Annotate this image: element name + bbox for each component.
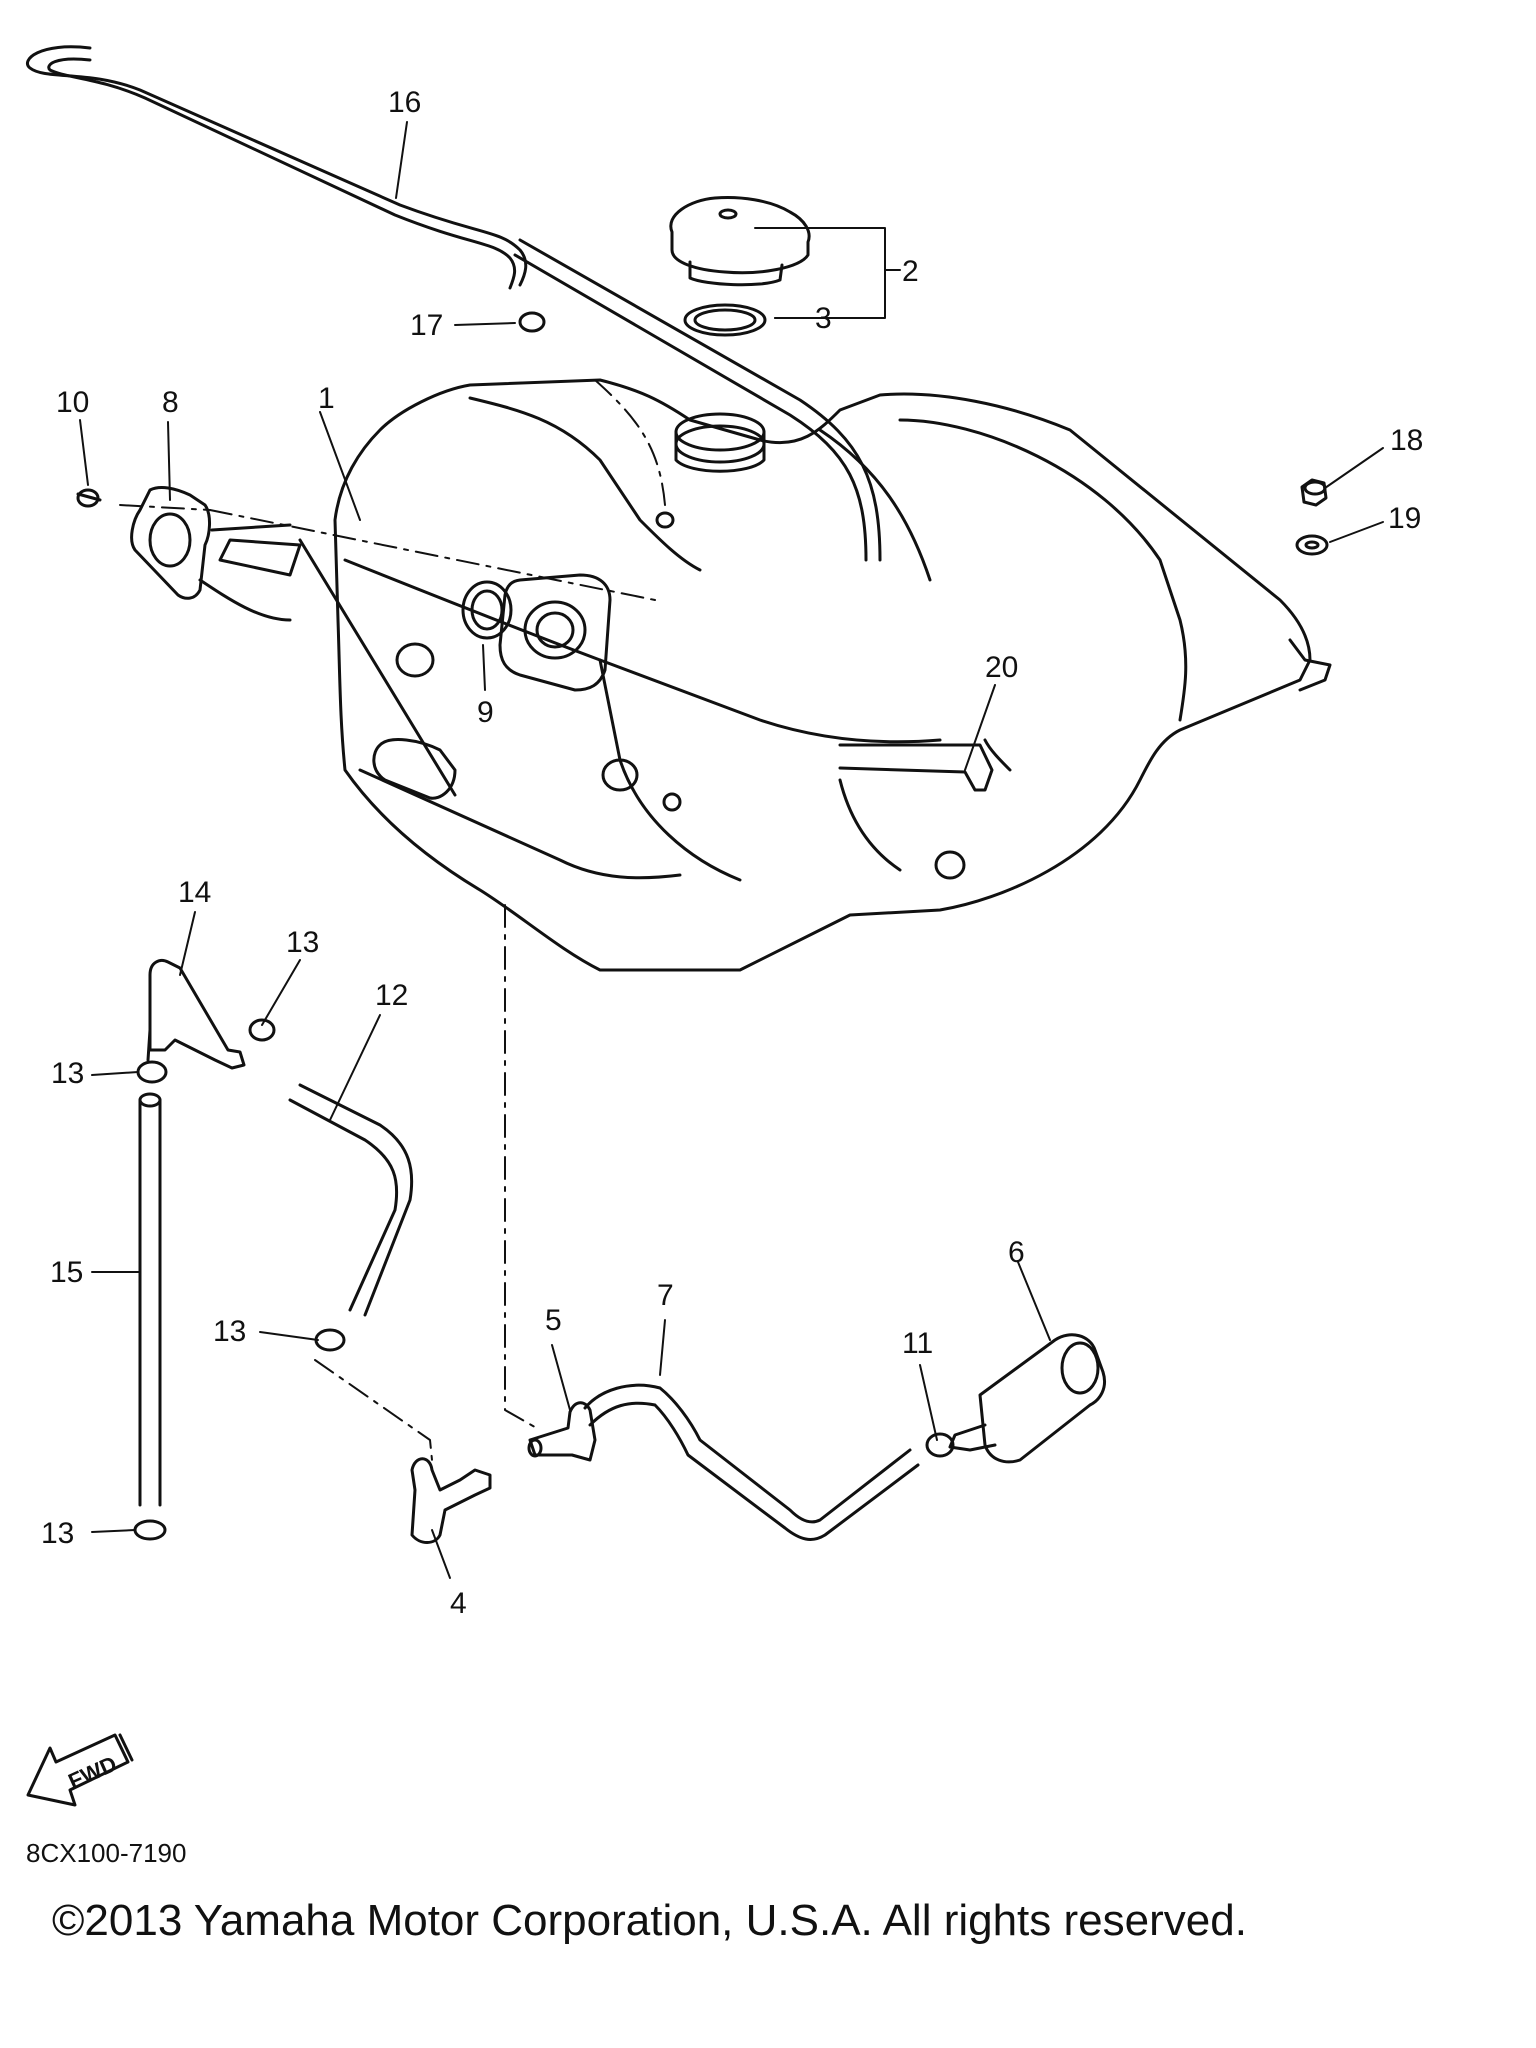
nut bbox=[1300, 478, 1328, 507]
callout-labels: 1 2 3 4 5 6 7 8 9 10 11 12 13 13 13 13 1… bbox=[41, 86, 1423, 1620]
callout-14: 14 bbox=[178, 876, 211, 909]
fuel-joint bbox=[527, 1401, 597, 1462]
callout-11: 11 bbox=[902, 1327, 933, 1360]
callout-13a: 13 bbox=[51, 1057, 84, 1090]
callout-16: 16 bbox=[388, 86, 421, 119]
fwd-arrow-icon: FWD bbox=[26, 1733, 134, 1807]
callout-6: 6 bbox=[1008, 1236, 1025, 1269]
callout-9: 9 bbox=[477, 696, 494, 729]
fuel-tank bbox=[298, 378, 1332, 972]
fuel-cap bbox=[669, 196, 811, 287]
callout-3: 3 bbox=[815, 302, 832, 335]
hose-clamp-13 bbox=[133, 1018, 346, 1541]
fuel-hose-15 bbox=[138, 1092, 162, 1507]
callout-13d: 13 bbox=[41, 1517, 74, 1550]
fuel-hose-12 bbox=[288, 1083, 414, 1317]
callout-2: 2 bbox=[902, 255, 919, 288]
callout-15: 15 bbox=[50, 1256, 83, 1289]
callout-17: 17 bbox=[410, 309, 443, 342]
callout-20: 20 bbox=[985, 651, 1018, 684]
drawing-code: 8CX100-7190 bbox=[26, 1838, 187, 1868]
hose-clamp-11 bbox=[925, 1432, 955, 1458]
callout-12: 12 bbox=[375, 979, 408, 1012]
elbow-joint bbox=[410, 1457, 492, 1544]
copyright-notice: ©2013 Yamaha Motor Corporation, U.S.A. A… bbox=[52, 1896, 1247, 1945]
washer bbox=[1295, 534, 1329, 556]
leader-lines bbox=[79, 121, 1384, 1579]
callout-13b: 13 bbox=[286, 926, 319, 959]
callout-13c: 13 bbox=[213, 1315, 246, 1348]
callout-8: 8 bbox=[162, 386, 179, 419]
callout-18: 18 bbox=[1390, 424, 1423, 457]
fuel-line bbox=[583, 1383, 920, 1541]
fuel-cock bbox=[146, 959, 246, 1070]
fwd-label: FWD bbox=[64, 1751, 120, 1794]
callout-4: 4 bbox=[450, 1587, 467, 1620]
tank-band bbox=[838, 743, 994, 792]
callout-7: 7 bbox=[657, 1279, 674, 1312]
fuel-filter bbox=[948, 1333, 1106, 1464]
callout-10: 10 bbox=[56, 386, 89, 419]
cap-gasket bbox=[683, 303, 767, 337]
alignment-lines bbox=[119, 379, 666, 1461]
callout-1: 1 bbox=[318, 382, 335, 415]
vent-hose bbox=[26, 45, 882, 562]
bolt bbox=[76, 488, 102, 508]
callout-5: 5 bbox=[545, 1304, 562, 1337]
callout-19: 19 bbox=[1388, 502, 1421, 535]
fuel-pump bbox=[130, 486, 302, 622]
pump-gasket bbox=[461, 580, 513, 640]
hose-clamp-17 bbox=[518, 311, 546, 333]
